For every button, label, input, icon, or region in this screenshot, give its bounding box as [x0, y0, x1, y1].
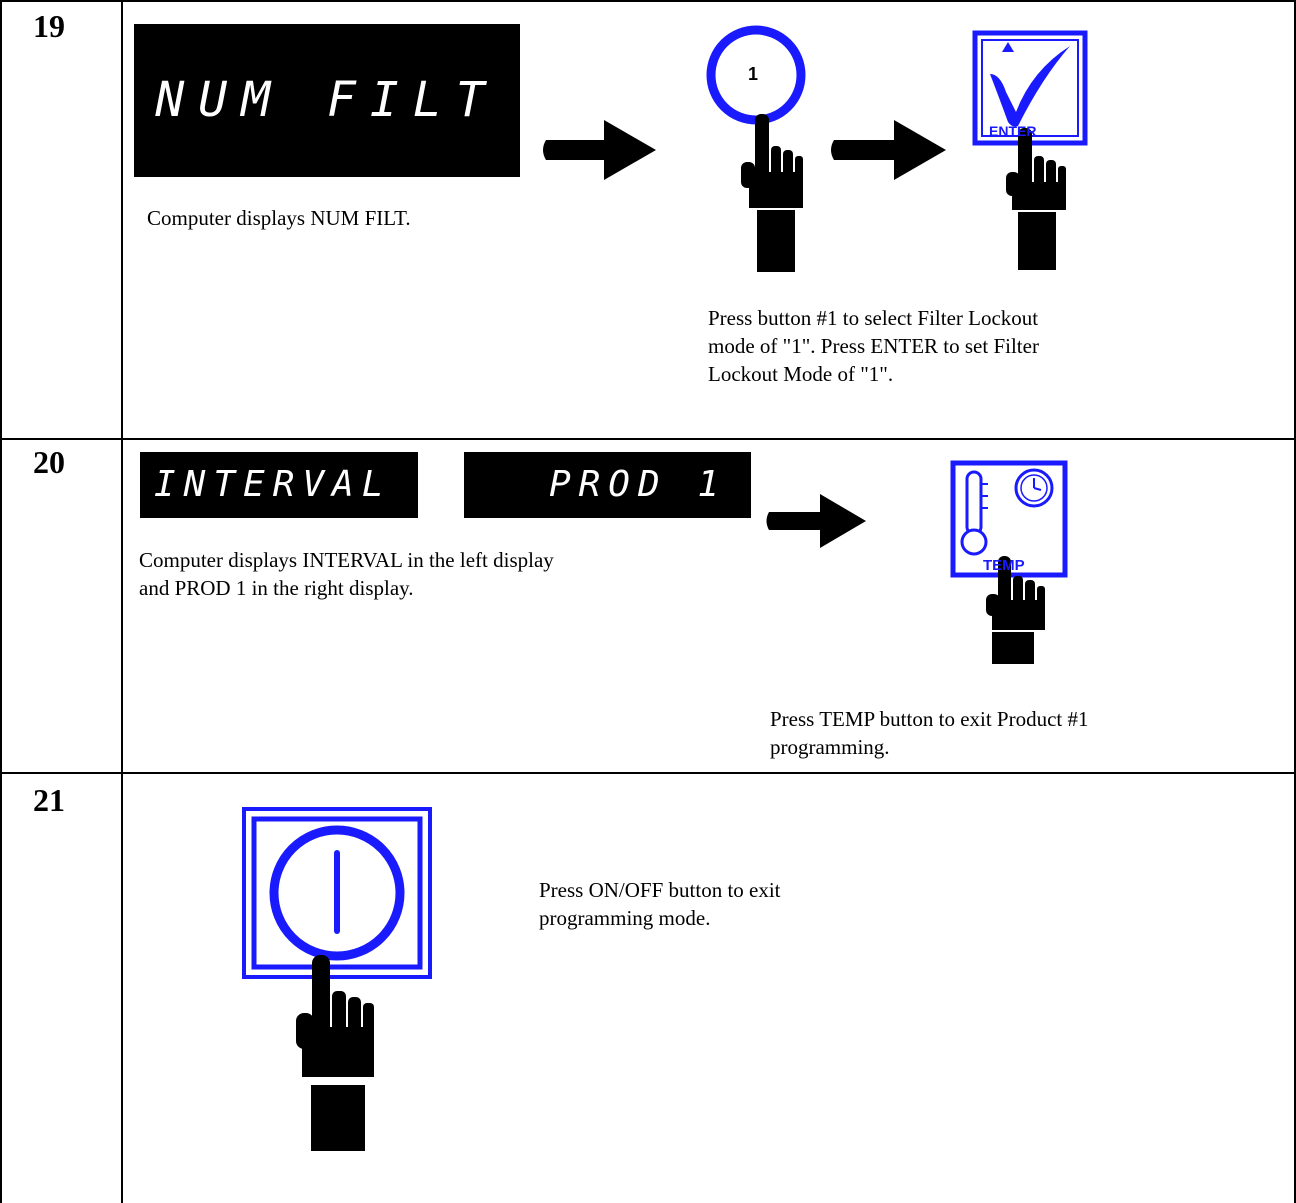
button-1-label: 1: [748, 64, 759, 84]
instruction-line: Lockout Mode of "1".: [708, 362, 894, 386]
lcd-display-num-filt: NUM FILT: [134, 24, 520, 177]
arrow-right-icon: [831, 120, 946, 180]
description-line: and PROD 1 in the right display.: [139, 576, 414, 600]
temp-button[interactable]: TEMP: [950, 460, 1070, 664]
table-row-divider-1: [0, 438, 1296, 440]
step-20-description: Computer displays INTERVAL in the left d…: [139, 546, 554, 602]
thermometer-icon: [960, 470, 988, 556]
step-number: 20: [33, 444, 65, 480]
pointing-hand-icon: [986, 556, 1045, 664]
pointing-hand-icon: [296, 955, 374, 1151]
temp-label: TEMP: [983, 557, 1025, 574]
step-19-description: Computer displays NUM FILT.: [147, 206, 411, 230]
step-21-instruction: Press ON/OFF button to exit programming …: [539, 876, 781, 932]
instruction-line: mode of "1". Press ENTER to set Filter: [708, 334, 1039, 358]
description-line: Computer displays INTERVAL in the left d…: [139, 548, 554, 572]
enter-button[interactable]: ENTER: [972, 30, 1090, 272]
enter-check-icon: [990, 42, 1070, 127]
instruction-line: programming mode.: [539, 906, 711, 930]
step-number: 21: [33, 782, 65, 818]
power-icon: [269, 825, 405, 961]
arrow-right-icon: [543, 120, 656, 180]
table-border-right: [1294, 0, 1296, 1203]
instruction-line: Press button #1 to select Filter Lockout: [708, 306, 1039, 330]
table-border-top: [0, 0, 1296, 2]
step-number: 19: [33, 8, 65, 44]
table-border-left: [0, 0, 2, 1203]
clock-icon: [1014, 468, 1054, 508]
arrow-right-icon: [766, 494, 866, 548]
instruction-line: programming.: [770, 735, 890, 759]
pointing-hand-icon: [741, 114, 803, 272]
lcd-display-interval: INTERVAL: [140, 452, 418, 518]
table-column-divider: [121, 0, 123, 1203]
enter-label: ENTER: [989, 123, 1037, 139]
step-19-instruction: Press button #1 to select Filter Lockout…: [708, 304, 1039, 388]
table-row-divider-2: [0, 772, 1296, 774]
on-off-button[interactable]: [242, 807, 432, 1151]
step-20-instruction: Press TEMP button to exit Product #1 pro…: [770, 705, 1089, 761]
instruction-line: Press ON/OFF button to exit: [539, 878, 781, 902]
instruction-line: Press TEMP button to exit Product #1: [770, 707, 1089, 731]
pointing-hand-icon: [1006, 128, 1066, 270]
lcd-display-prod-1: PROD 1: [464, 452, 751, 518]
button-1[interactable]: 1: [705, 22, 823, 272]
